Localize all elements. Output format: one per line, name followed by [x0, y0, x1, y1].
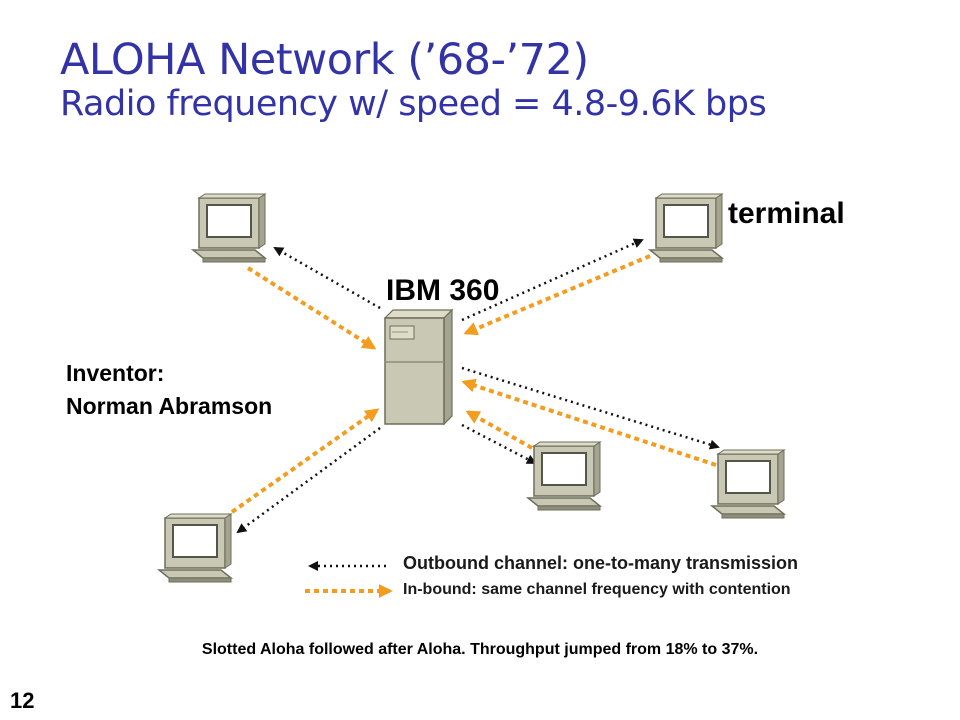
outbound-line-top-left [273, 246, 381, 310]
footer-note: Slotted Aloha followed after Aloha. Thro… [201, 641, 759, 658]
inbound-line-bottom-mid [465, 410, 533, 450]
legend-outbound-text: Outbound channel: one-to-many transmissi… [403, 553, 799, 573]
inbound-line-top-right [463, 254, 651, 336]
host-label: IBM 360 [386, 274, 500, 307]
slide-title: ALOHA Network (’68-’72) Radio frequency … [60, 35, 767, 125]
terminal-top-left-icon [192, 193, 266, 263]
legend-inbound-text: In-bound: same channel frequency with co… [403, 581, 791, 598]
inbound-lines [230, 254, 717, 514]
inventor-label: Inventor: [66, 360, 165, 386]
title-main: ALOHA Network (’68-’72) [60, 35, 589, 85]
terminal-bottom-left-icon [158, 513, 232, 583]
terminal-label: terminal [728, 197, 845, 230]
inbound-line-top-left [246, 266, 377, 350]
outbound-lines [236, 238, 720, 534]
inventor-name: Norman Abramson [66, 393, 273, 419]
outbound-line-bottom-left [236, 426, 381, 534]
terminal-top-right-icon [649, 193, 723, 263]
outbound-line-bottom-mid [461, 423, 537, 465]
inbound-line-bottom-left [230, 408, 380, 514]
inventor-block: Inventor: Norman Abramson [66, 357, 272, 423]
slide-number: 12 [10, 688, 35, 713]
terminal-bottom-right-icon [711, 449, 785, 519]
ibm-360-server-icon [383, 308, 454, 426]
outbound-line-bottom-right [461, 366, 720, 450]
title-subtitle: Radio frequency w/ speed = 4.8-9.6K bps [60, 84, 767, 125]
terminal-bottom-mid-icon [527, 441, 601, 511]
